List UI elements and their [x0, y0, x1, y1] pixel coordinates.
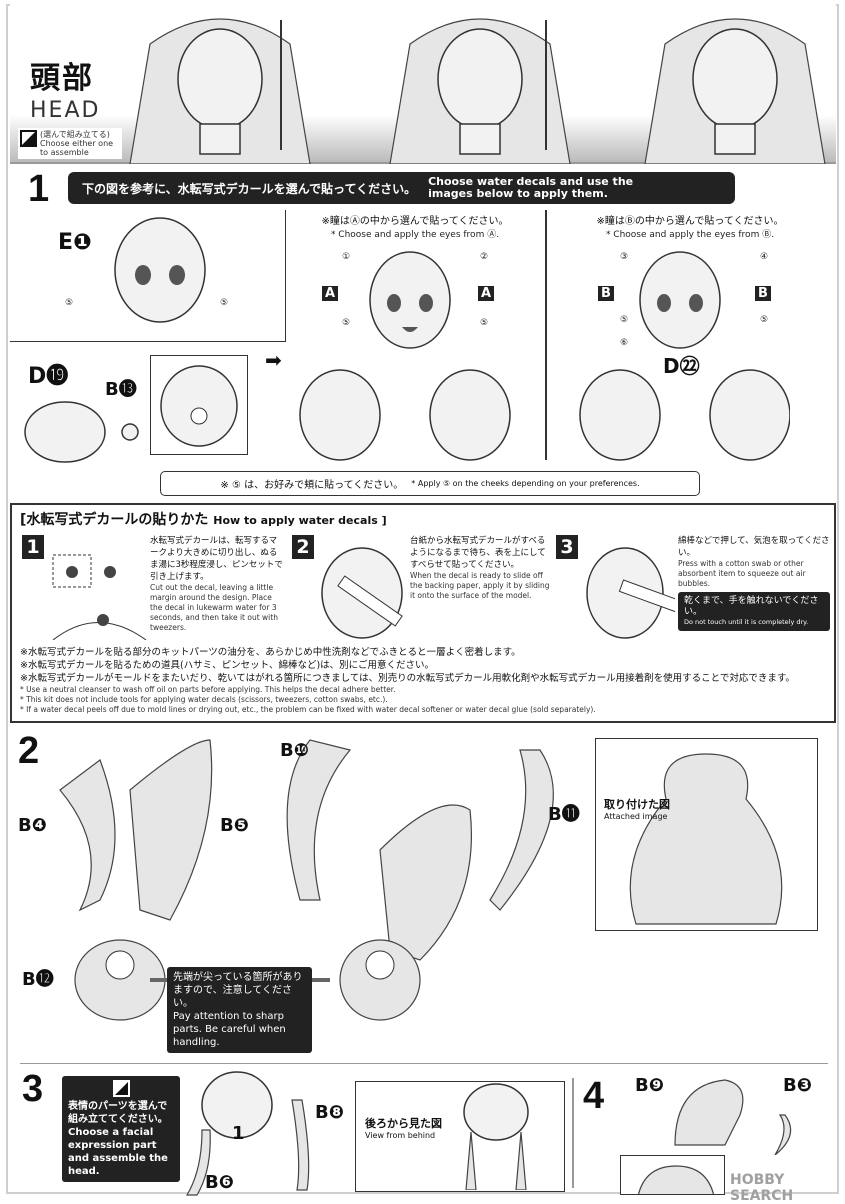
part-e1-label: E❶ — [58, 230, 92, 255]
decal-5-left: ⑤ — [65, 298, 74, 308]
portrait-2 — [389, 18, 571, 165]
decal-2: ② — [480, 252, 489, 262]
facial-expression-note: 表情のパーツを選んで組み立ててください。Choose a facial expr… — [62, 1076, 180, 1182]
bangs-illustration — [674, 1079, 792, 1155]
section-divider — [20, 1063, 828, 1064]
banner-divider — [280, 20, 282, 150]
step-1-instruction-bar: 下の図を参考に、水転写式デカールを選んで貼ってください。 Choose wate… — [68, 172, 735, 204]
head-e1-illustration — [114, 217, 206, 323]
decal-6: ⑥ — [620, 338, 629, 348]
select-icon — [20, 130, 37, 147]
section-title-en: HEAD — [30, 98, 101, 123]
howto-step-3: 3 — [556, 535, 578, 559]
instruction-jp: 下の図を参考に、水転写式デカールを選んで貼ってください。 — [82, 181, 417, 196]
part-d22-label: D㉒ — [663, 354, 700, 378]
decal-5: ⑤ — [760, 315, 769, 325]
arrow-right-icon: ➡ — [265, 348, 282, 372]
decal-4: ④ — [760, 252, 769, 262]
step-4-result-box — [620, 1155, 725, 1195]
scissors-decal-illustration — [52, 554, 147, 640]
section-title-jp: 頭部 — [30, 61, 94, 96]
part-b3-label: B❸ — [783, 1075, 812, 1096]
head-back-illustration — [24, 401, 139, 463]
b13-detail-box — [150, 355, 248, 455]
part-b8-label: B❽ — [315, 1102, 344, 1123]
step-4-number: 4 — [583, 1075, 605, 1117]
column-divider — [572, 1078, 574, 1188]
portrait-3 — [644, 18, 826, 165]
sliding-decal-illustration — [321, 547, 403, 639]
decal-5: ⑤ — [480, 318, 489, 328]
eye-set-a-right: A — [478, 286, 495, 301]
select-icon — [112, 1080, 130, 1097]
howto-step-2: 2 — [292, 535, 314, 559]
col-b-note: ※瞳はⒷの中から選んで貼ってください。* Choose and apply th… — [596, 216, 784, 240]
dry-warning: 乾くまで、手を触れないでください。Do not touch until it i… — [678, 592, 830, 631]
e1-panel — [10, 210, 286, 342]
eye-set-b-left: B — [598, 286, 614, 301]
attached-image-box — [595, 738, 818, 931]
decal-5: ⑤ — [342, 318, 351, 328]
header-banner — [10, 4, 836, 165]
view-from-behind-box — [355, 1081, 565, 1192]
cheek-decal-note: ※ ⑤ は、お好みで頬に貼ってください。 * Apply ⑤ on the ch… — [160, 471, 700, 496]
head-b-illustration — [639, 251, 721, 349]
howto-step-3-text: 綿棒などで押して、気泡を取ってください。Press with a cotton … — [678, 535, 830, 631]
assembled-heads-illustration — [299, 369, 790, 461]
part-b12-label: B⓬ — [22, 969, 54, 990]
sharp-parts-warning: 先端が尖っている箇所がありますので、注意してください。Pay attention… — [167, 967, 312, 1053]
instruction-en: Choose water decals and use the images b… — [428, 175, 634, 200]
part-b11-label: B⓫ — [548, 804, 580, 825]
portrait-1 — [129, 18, 311, 165]
cotton-swab-illustration — [586, 547, 675, 639]
choose-jp: (選んで組み立てる) — [40, 130, 110, 139]
howto-step-1-text: 水転写式デカールは、転写するマークより大きめに切り出し、ぬるま湯に3秒程度浸し、… — [150, 536, 283, 632]
character-portraits — [129, 18, 826, 165]
col-a-note: ※瞳はⒶの中から選んで貼ってください。* Choose and apply th… — [321, 216, 509, 240]
part-b5-label: B❺ — [220, 815, 249, 836]
decal-howto-title: [水転写式デカールの貼りかた How to apply water decals… — [20, 512, 387, 528]
step-3-number: 3 — [22, 1068, 44, 1110]
part-b9-label: B❾ — [635, 1075, 664, 1096]
eye-set-a-left: A — [322, 286, 339, 301]
step-1-number: 1 — [28, 168, 50, 210]
choose-either-note: (選んで組み立てる)Choose either one to assemble — [18, 128, 122, 159]
decal-5-right: ⑤ — [220, 298, 229, 308]
head-a-illustration — [369, 251, 451, 349]
eye-set-b-right: B — [755, 286, 771, 301]
decal-5: ⑤ — [620, 315, 629, 325]
step-2-number: 2 — [18, 730, 40, 772]
part-b4-label: B❹ — [18, 815, 47, 836]
hobby-search-watermark: HOBBY SEARCH — [730, 1172, 794, 1204]
head-assembly-illustration — [185, 1071, 310, 1196]
column-divider — [545, 210, 547, 460]
choose-en: Choose either one to assemble — [40, 139, 114, 157]
howto-step-1: 1 — [22, 535, 44, 559]
decal-1: ① — [342, 252, 351, 262]
part-d19-label: D⓳ — [28, 364, 69, 389]
sub-assembly-1: 1 — [232, 1123, 245, 1144]
banner-divider — [545, 20, 547, 150]
part-b13-label: B⓭ — [105, 379, 137, 400]
howto-step-2-text: 台紙から水転写式デカールがすべるようになるまで待ち、表を上にしてすべらせて貼って… — [410, 536, 550, 600]
decal-notes: ※水転写式デカールを貼る部分のキットパーツの油分を、あらかじめ中性洗剤などでふき… — [20, 647, 795, 714]
part-b10-label: B❿ — [280, 740, 309, 761]
part-b6-label: B❻ — [205, 1172, 234, 1193]
hair-parts-illustration — [59, 739, 554, 1021]
decal-3: ③ — [620, 252, 629, 262]
